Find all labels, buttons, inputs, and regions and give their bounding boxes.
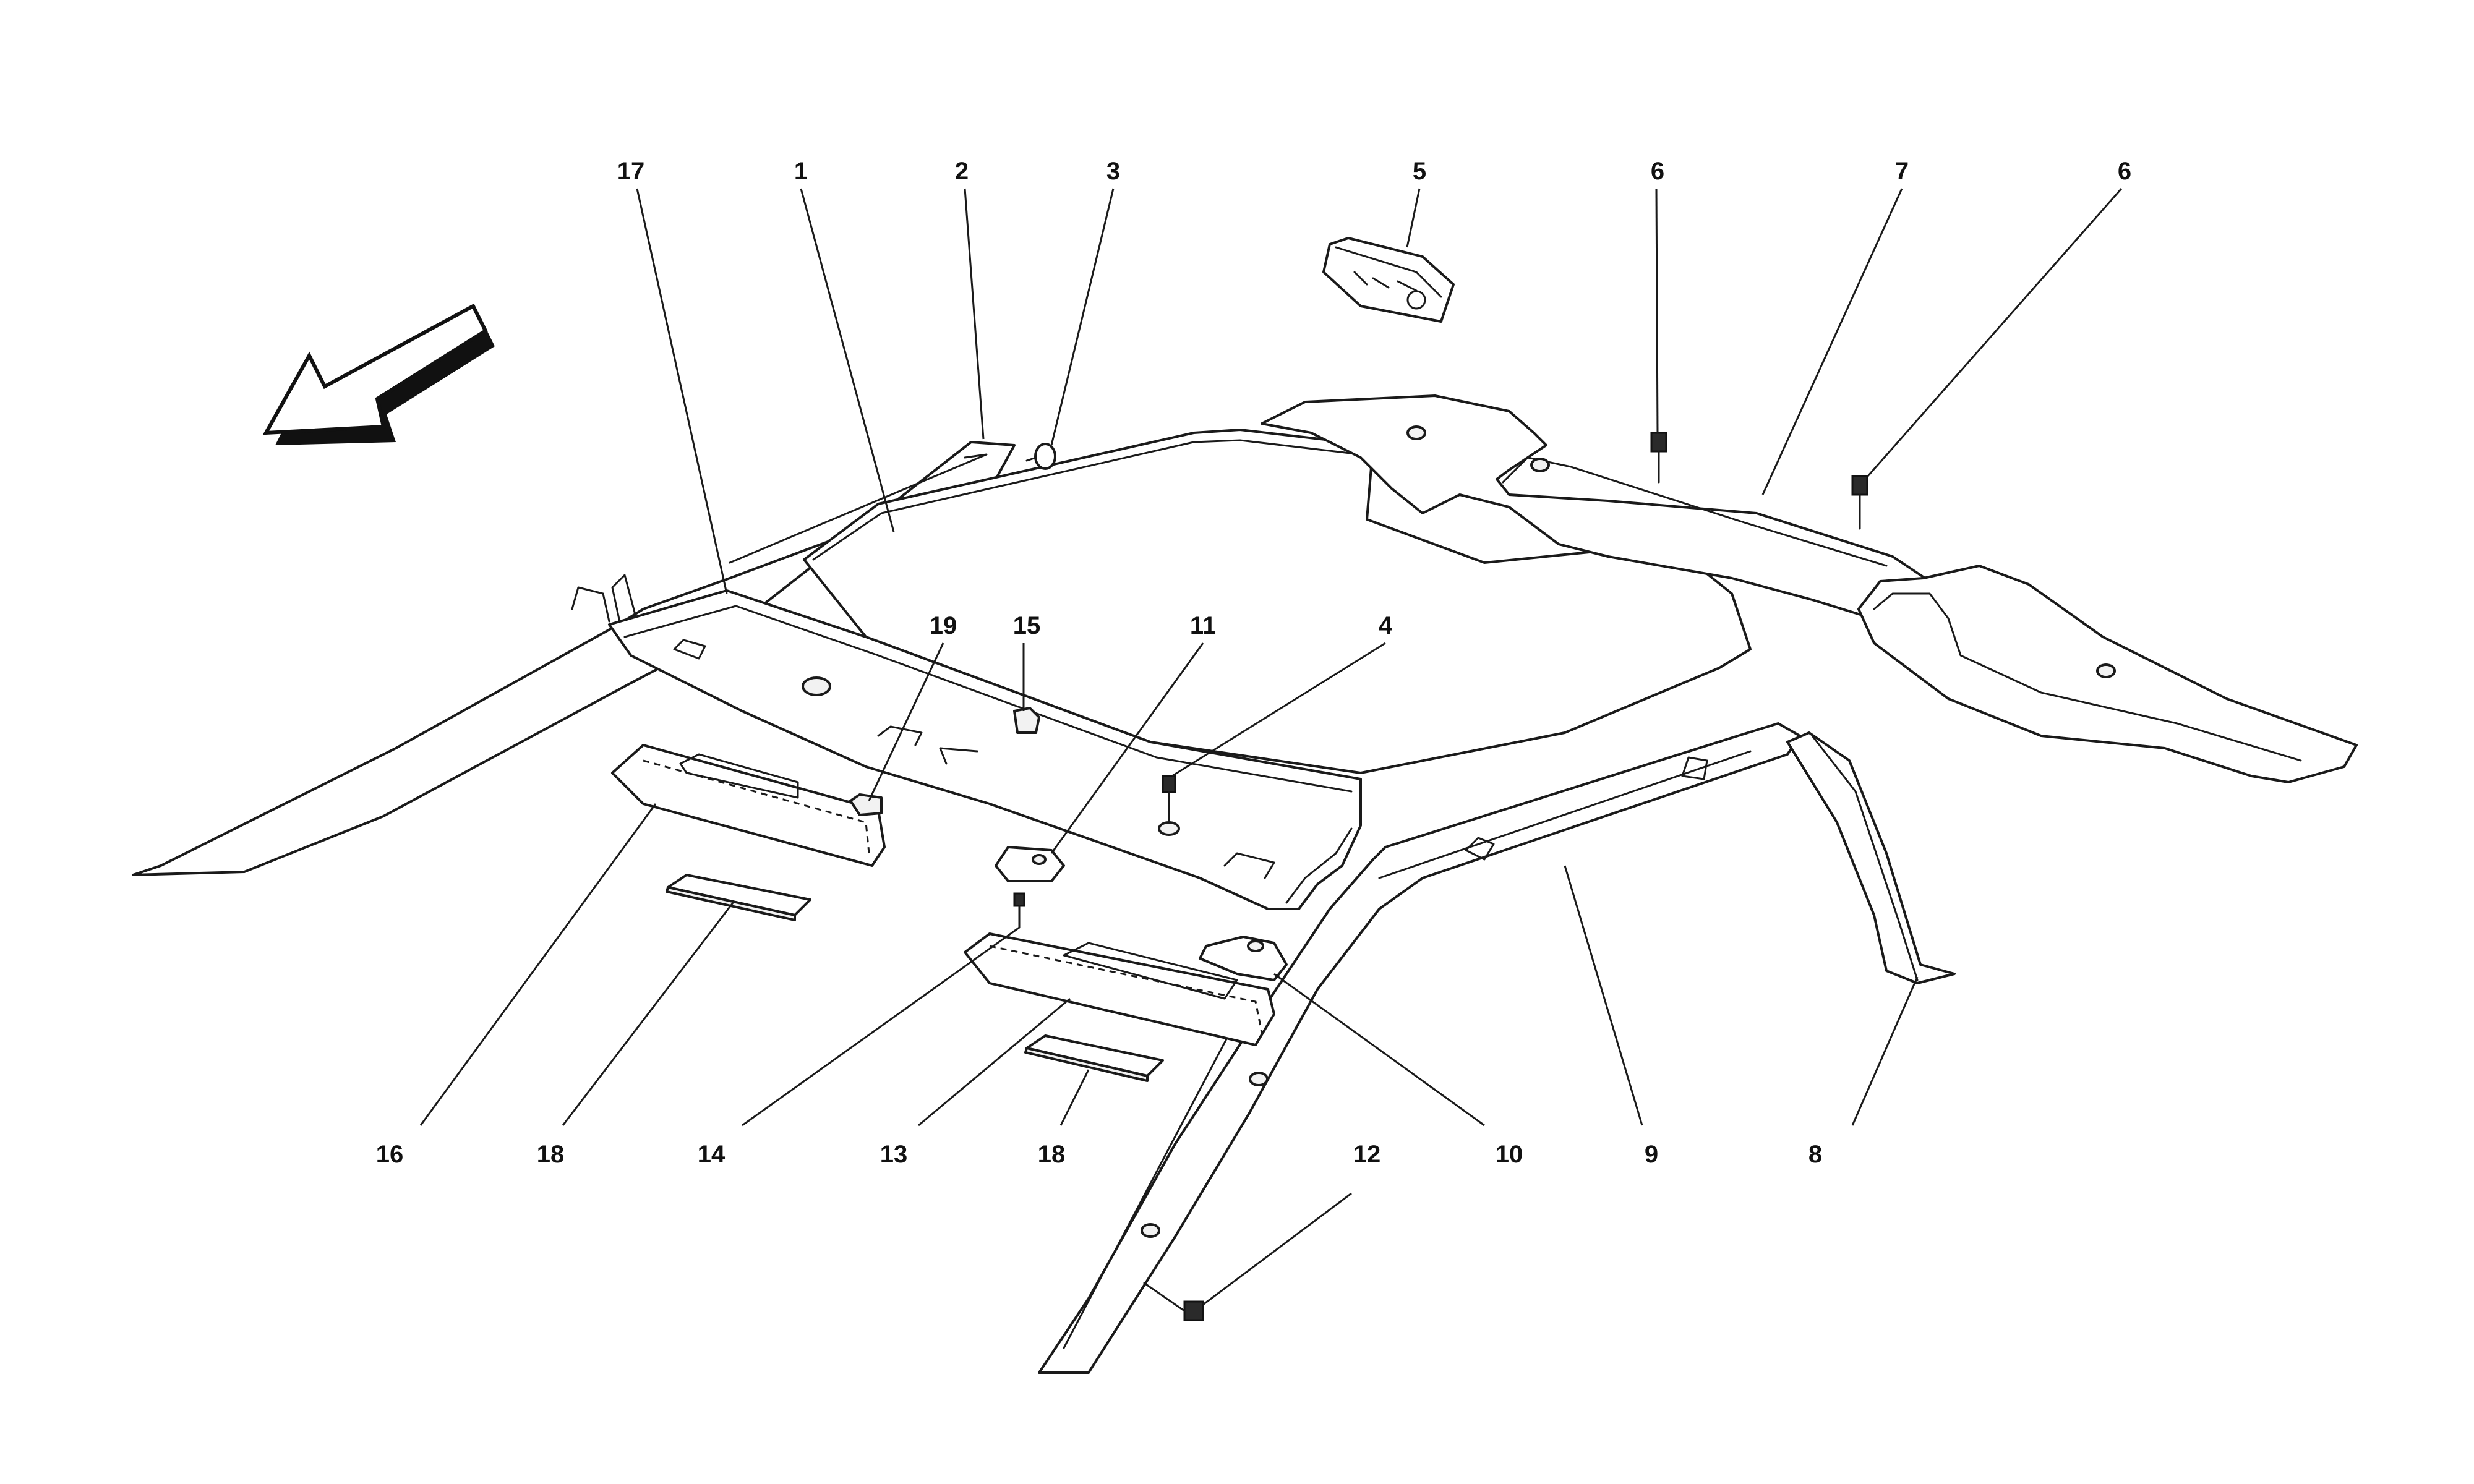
callout-4: 4 <box>1379 612 1393 639</box>
visor-clip <box>995 846 1065 882</box>
callout-7: 7 <box>1895 158 1909 185</box>
callout-numbers: 17 1 2 3 5 6 7 6 19 15 11 4 16 18 14 13 … <box>376 158 2131 1168</box>
fastener-12 <box>1143 1282 1204 1321</box>
callout-10: 10 <box>1496 1141 1523 1168</box>
pillar-weatherstrip <box>1786 731 1956 984</box>
callout-2: 2 <box>955 158 969 185</box>
callout-12: 12 <box>1353 1141 1381 1168</box>
visor-bracket <box>1199 936 1288 981</box>
interior-light <box>1322 237 1455 323</box>
screw-14 <box>1013 892 1025 929</box>
callout-18-right: 18 <box>1038 1141 1066 1168</box>
leader-lines <box>419 188 2123 1306</box>
callout-17: 17 <box>617 158 645 185</box>
callout-6-left: 6 <box>1651 158 1664 185</box>
front-direction-arrow <box>262 303 495 445</box>
visor-label-right <box>1024 1034 1164 1082</box>
fastener-4 <box>1158 775 1180 836</box>
small-clip <box>849 793 883 816</box>
right-roof-rail-trim <box>1038 722 1801 1374</box>
visor-label-left <box>666 874 811 921</box>
callout-11: 11 <box>1190 612 1216 639</box>
fastener-6-left <box>1650 432 1667 484</box>
callout-5: 5 <box>1413 158 1426 185</box>
callout-8: 8 <box>1808 1141 1822 1168</box>
callout-19: 19 <box>930 612 957 639</box>
callout-15: 15 <box>1013 612 1041 639</box>
push-button-fastener-3 <box>1025 443 1056 470</box>
right-sun-visor <box>964 932 1275 1046</box>
callout-13: 13 <box>880 1141 908 1168</box>
callout-6-right: 6 <box>2118 158 2131 185</box>
retainer-clip <box>1013 707 1040 734</box>
rear-quarter-trim <box>1857 565 2358 783</box>
callout-1: 1 <box>794 158 808 185</box>
callout-9: 9 <box>1645 1141 1658 1168</box>
callout-14: 14 <box>698 1141 726 1168</box>
left-sun-visor <box>611 744 886 867</box>
callout-16: 16 <box>376 1141 404 1168</box>
fastener-6-right <box>1851 475 1868 530</box>
callout-3: 3 <box>1106 158 1120 185</box>
callout-18-left: 18 <box>537 1141 565 1168</box>
